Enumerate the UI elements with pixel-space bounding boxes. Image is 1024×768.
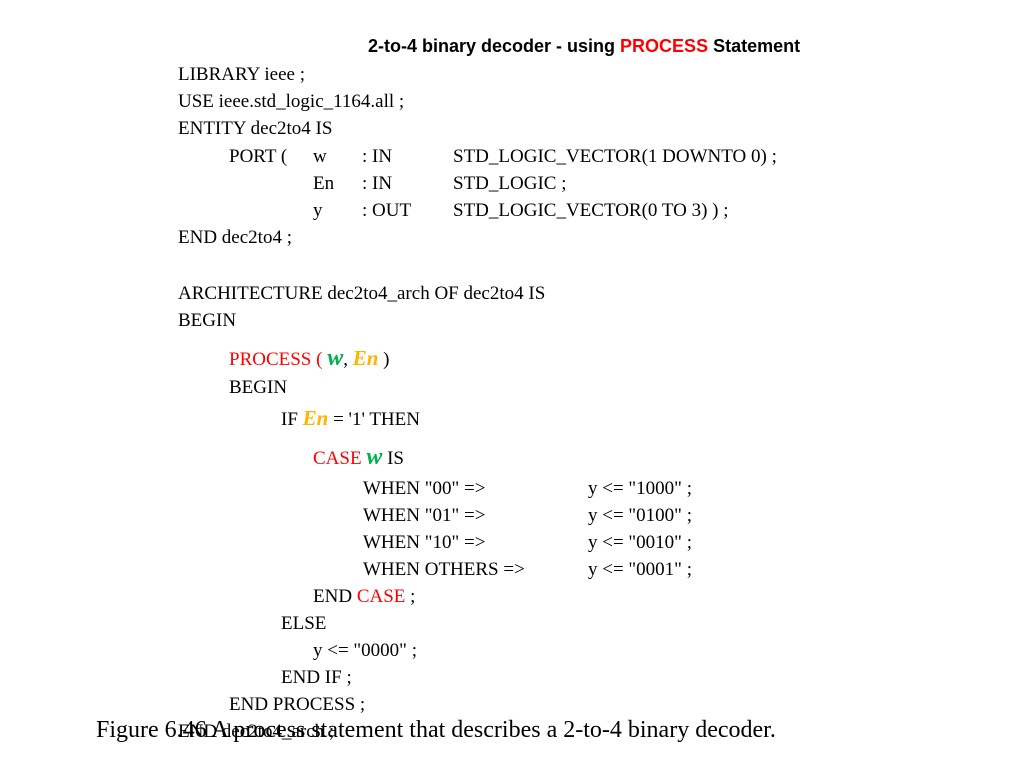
code-use: USE ieee.std_logic_1164.all ;: [178, 91, 405, 112]
port-mode: : OUT: [362, 200, 412, 221]
process-signal-w: w: [327, 345, 344, 371]
code-else: ELSE: [281, 613, 327, 634]
code-architecture: ARCHITECTURE dec2to4_arch OF dec2to4 IS: [178, 283, 546, 304]
end-case-keyword: CASE: [356, 586, 406, 607]
slide-title: 2-to-4 binary decoder - using PROCESS St…: [368, 34, 800, 58]
port-name: En: [313, 173, 335, 194]
when-assignment: y <= "1000" ;: [588, 478, 692, 499]
code-entity: ENTITY dec2to4 IS: [178, 118, 333, 139]
code-end-if: END IF ;: [281, 667, 352, 688]
if-keyword: IF: [281, 409, 303, 430]
code-if: IF En = '1' THEN: [281, 406, 420, 432]
code-end-entity: END dec2to4 ;: [178, 227, 292, 248]
process-keyword: PROCESS: [229, 349, 312, 370]
end-case-prefix: END: [313, 586, 357, 607]
when-assignment: y <= "0001" ;: [588, 559, 692, 580]
port-mode: : IN: [362, 173, 393, 194]
if-signal-en: En: [302, 406, 329, 430]
code-process-begin: BEGIN: [229, 377, 288, 398]
code-begin: BEGIN: [178, 310, 237, 331]
figure-caption: Figure 6.46 A process statement that des…: [96, 717, 776, 743]
when-condition: WHEN "01" =>: [363, 505, 486, 526]
code-process: PROCESS ( w, En ): [229, 346, 389, 372]
title-suffix: Statement: [708, 36, 801, 56]
code-else-assign: y <= "0000" ;: [313, 640, 417, 661]
code-end-case: END CASE ;: [313, 585, 415, 609]
code-end-process: END PROCESS ;: [229, 694, 366, 715]
code-library: LIBRARY ieee ;: [178, 64, 305, 85]
case-signal-w: w: [366, 444, 383, 470]
port-type: STD_LOGIC_VECTOR(1 DOWNTO 0) ;: [453, 146, 777, 167]
end-case-suffix: ;: [405, 586, 416, 607]
when-condition: WHEN OTHERS =>: [363, 559, 525, 580]
title-prefix: 2-to-4 binary decoder - using: [368, 36, 621, 56]
when-assignment: y <= "0010" ;: [588, 532, 692, 553]
process-signal-en: En: [352, 346, 379, 370]
when-assignment: y <= "0100" ;: [588, 505, 692, 526]
case-is: IS: [382, 448, 404, 469]
code-case: CASE w IS: [313, 445, 404, 471]
case-keyword: CASE: [313, 448, 362, 469]
code-end-architecture: END dec2to4_arch ;: [178, 721, 335, 742]
port-name: y: [313, 200, 323, 221]
port-type: STD_LOGIC_VECTOR(0 TO 3) ) ;: [453, 200, 729, 221]
title-highlight: PROCESS: [620, 36, 709, 56]
when-condition: WHEN "10" =>: [363, 532, 486, 553]
if-rest: = '1' THEN: [328, 409, 420, 430]
when-condition: WHEN "00" =>: [363, 478, 486, 499]
port-name: w: [313, 146, 327, 167]
code-port-open: PORT (: [229, 146, 288, 167]
process-open-paren: (: [311, 349, 328, 370]
process-comma: ,: [343, 349, 353, 370]
process-close-paren: ): [378, 349, 390, 370]
port-mode: : IN: [362, 146, 393, 167]
port-type: STD_LOGIC ;: [453, 173, 567, 194]
